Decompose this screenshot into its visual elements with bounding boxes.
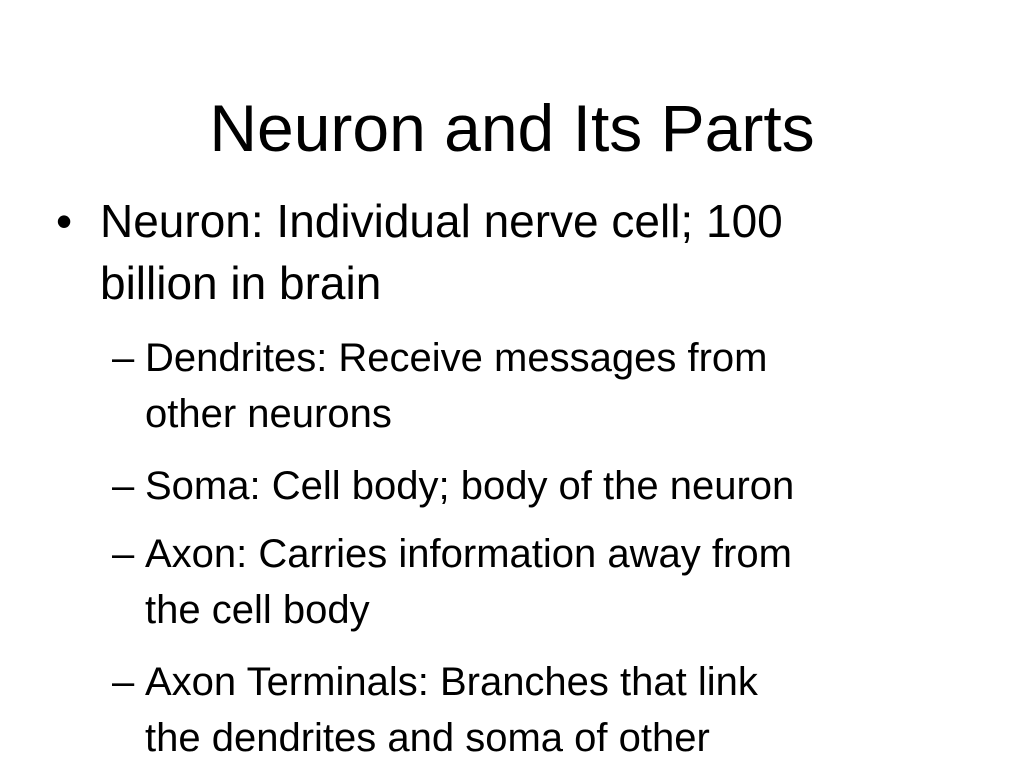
sub-bullet-text: Axon Terminals: Branches that link the d… xyxy=(145,654,942,766)
bullet-text: Neuron: Individual nerve cell; 100 billi… xyxy=(100,190,956,314)
sub-bullet-marker: – xyxy=(112,464,135,508)
slide-title: Neuron and Its Parts xyxy=(209,91,815,165)
bullet-text-line: Neuron: Individual nerve cell; 100 xyxy=(100,195,783,247)
sub-bullet-text-line: Dendrites: Receive messages from xyxy=(145,336,768,380)
sub-bullet-marker: – xyxy=(112,336,135,380)
sub-bullet-text-line: Soma: Cell body; body of the neuron xyxy=(145,464,795,508)
sub-bullet-marker: – xyxy=(112,660,135,704)
sub-bullet-text: Dendrites: Receive messages from other n… xyxy=(145,330,942,442)
sub-bullet-text: Soma: Cell body; body of the neuron xyxy=(145,458,942,514)
sub-bullet-marker: – xyxy=(112,532,135,576)
sub-bullet-text-line: Axon: Carries information away from xyxy=(145,532,792,576)
bullet-marker: • xyxy=(56,195,73,247)
sub-bullet-text: Axon: Carries information away from the … xyxy=(145,526,942,638)
sub-bullet-text-line: other neurons xyxy=(145,392,392,436)
sub-bullet-text-line: the dendrites and soma of other xyxy=(145,716,710,760)
sub-bullet-text-line: the cell body xyxy=(145,588,370,632)
sub-bullet-text-line: Axon Terminals: Branches that link xyxy=(145,660,758,704)
bullet-text-line: billion in brain xyxy=(100,257,382,309)
